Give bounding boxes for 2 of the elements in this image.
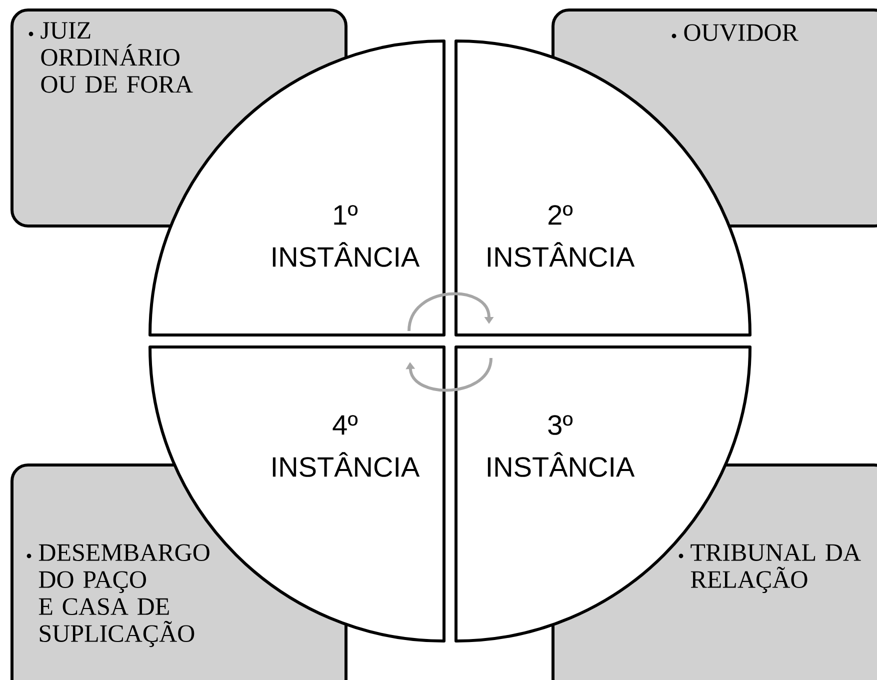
- curved-arrow: [406, 358, 492, 392]
- quadrant-segment: 2º INSTÂNCIA: [454, 40, 752, 336]
